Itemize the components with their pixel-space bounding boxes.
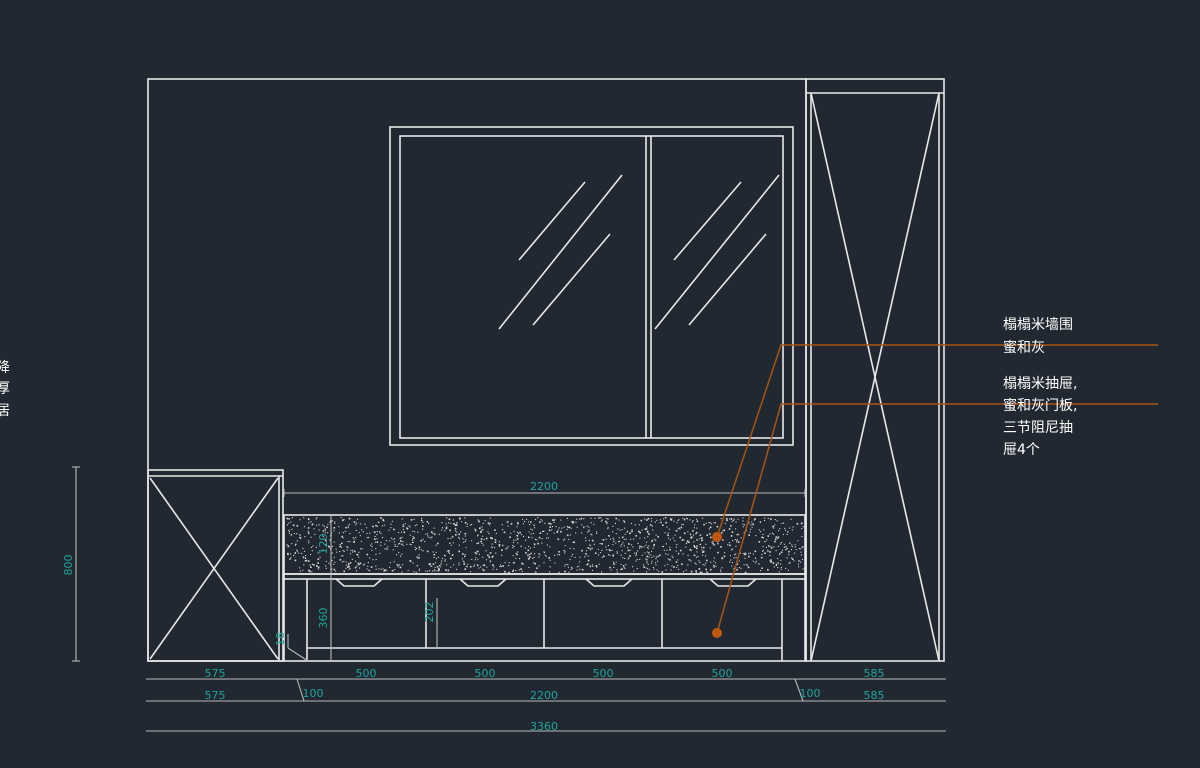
dim-row1-cell: 500	[712, 667, 733, 680]
dim-top-span: 2200	[530, 480, 558, 493]
dim-drawer-height: 360	[317, 608, 330, 629]
window-frame-outer	[389, 126, 794, 446]
drawer-handle	[709, 578, 757, 587]
wardrobe-outline	[805, 78, 945, 662]
window-frame-inner	[399, 135, 784, 439]
dim-cabinet-height: 800	[62, 555, 75, 576]
window	[389, 126, 794, 446]
dim-row1-cell: 500	[356, 667, 377, 680]
dim-seat-thickness: 120	[317, 534, 330, 555]
annotation-drawer: 榻榻米抽屉, 蜜和灰门板, 三节阻尼抽 屉4个	[1003, 376, 1077, 458]
annotation-line: 榻榻米抽屉,	[1003, 376, 1077, 392]
tatami-platform	[283, 514, 806, 661]
dim-drawer-front: 202	[423, 602, 436, 623]
dim-gap-left: 100	[303, 687, 324, 700]
dim-row1-cell: 500	[593, 667, 614, 680]
leader-line-wall-panel	[716, 344, 1158, 538]
cut-glyph: 居	[0, 403, 10, 419]
annotation-line: 蜜和灰门板,	[1003, 398, 1077, 414]
tatami-mat-texture	[286, 517, 804, 574]
glass-reflection-lines	[498, 174, 780, 330]
drawer-handle	[335, 578, 383, 587]
dimension-labels: 2200 800 120 360 202 18 575 500 500 500 …	[62, 480, 885, 733]
leader-dot	[712, 628, 722, 638]
dim-row2-cell: 575	[205, 689, 226, 702]
leader-dot	[712, 532, 722, 542]
dim-total: 3360	[530, 720, 558, 733]
annotation-line: 蜜和灰	[1003, 340, 1045, 356]
drawer-handle	[459, 578, 507, 587]
dim-row1-cell: 575	[205, 667, 226, 680]
annotation-leaders	[712, 344, 1158, 638]
annotation-wall-panel: 榻榻米墙围 蜜和灰	[1003, 317, 1073, 356]
annotation-line: 三节阻尼抽	[1003, 420, 1073, 436]
dimension-lines	[72, 466, 946, 732]
dim-row1-cell: 500	[475, 667, 496, 680]
dim-row2-cell: 585	[864, 689, 885, 702]
cut-glyph: 降	[0, 360, 10, 376]
dim-gap-right: 100	[800, 687, 821, 700]
annotation-line: 屉4个	[1003, 442, 1040, 458]
drawer-handle	[585, 578, 633, 587]
dim-small-offset: 18	[274, 632, 287, 646]
left-cabinet	[147, 469, 284, 662]
left-cabinet-outline	[147, 469, 284, 662]
left-edge-cut-text: 降 厚 居 ·	[0, 360, 10, 441]
cut-glyph: 厚	[0, 381, 10, 397]
leader-line-drawer	[716, 403, 1158, 634]
tall-wardrobe	[805, 78, 945, 662]
dim-row2-cell: 2200	[530, 689, 558, 702]
left-cabinet-cross-b	[149, 477, 279, 660]
wardrobe-cross-b	[810, 92, 940, 662]
dim-row1-cell: 585	[864, 667, 885, 680]
annotation-line: 榻榻米墙围	[1003, 317, 1073, 333]
